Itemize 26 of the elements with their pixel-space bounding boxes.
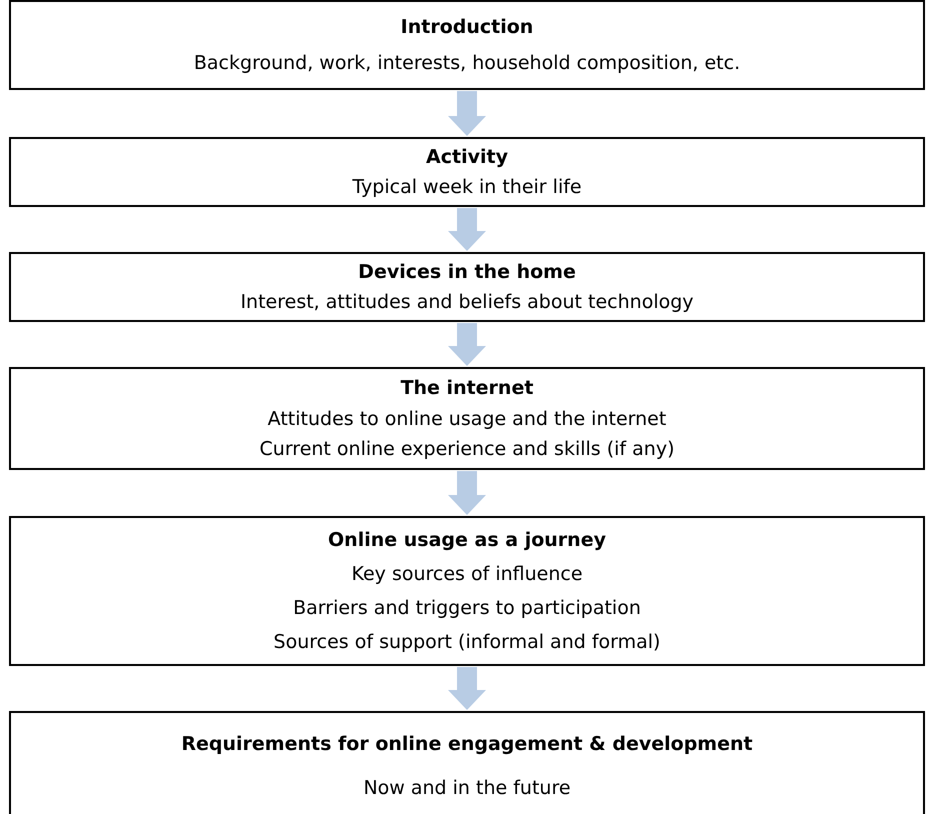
process-box <box>9 0 925 90</box>
box-text: Attitudes to online usage and the internet <box>268 406 666 430</box>
box-text: Interest, attitudes and beliefs about technology <box>240 290 694 314</box>
box-text: Background, work, interests, household composition, etc. <box>194 51 740 76</box>
process-box <box>9 137 925 207</box>
box-text: Current online experience and skills (if any) <box>260 437 674 462</box>
block-arrow <box>448 323 486 366</box>
box-heading: Devices in the home <box>358 260 576 284</box>
box-text: Barriers and triggers to participation <box>293 596 641 620</box>
box-text: Key sources of influence <box>351 562 583 586</box>
block-arrow <box>448 91 486 136</box>
box-heading: Requirements for online engagement & development <box>181 732 753 756</box>
block-arrow <box>448 471 486 515</box>
block-arrow <box>448 208 486 251</box>
process-box <box>9 367 925 470</box>
box-heading: The internet <box>400 376 534 400</box>
process-box <box>9 516 925 666</box>
box-text: Typical week in their life <box>352 175 582 199</box>
box-heading: Activity <box>426 145 508 169</box>
block-arrow <box>448 667 486 710</box>
box-heading: Introduction <box>400 14 534 39</box>
process-box <box>9 252 925 322</box>
box-text: Sources of support (informal and formal) <box>274 630 660 654</box>
process-box <box>9 711 925 814</box>
box-heading: Online usage as a journey <box>328 528 606 552</box>
box-text: Now and in the future <box>363 776 571 800</box>
